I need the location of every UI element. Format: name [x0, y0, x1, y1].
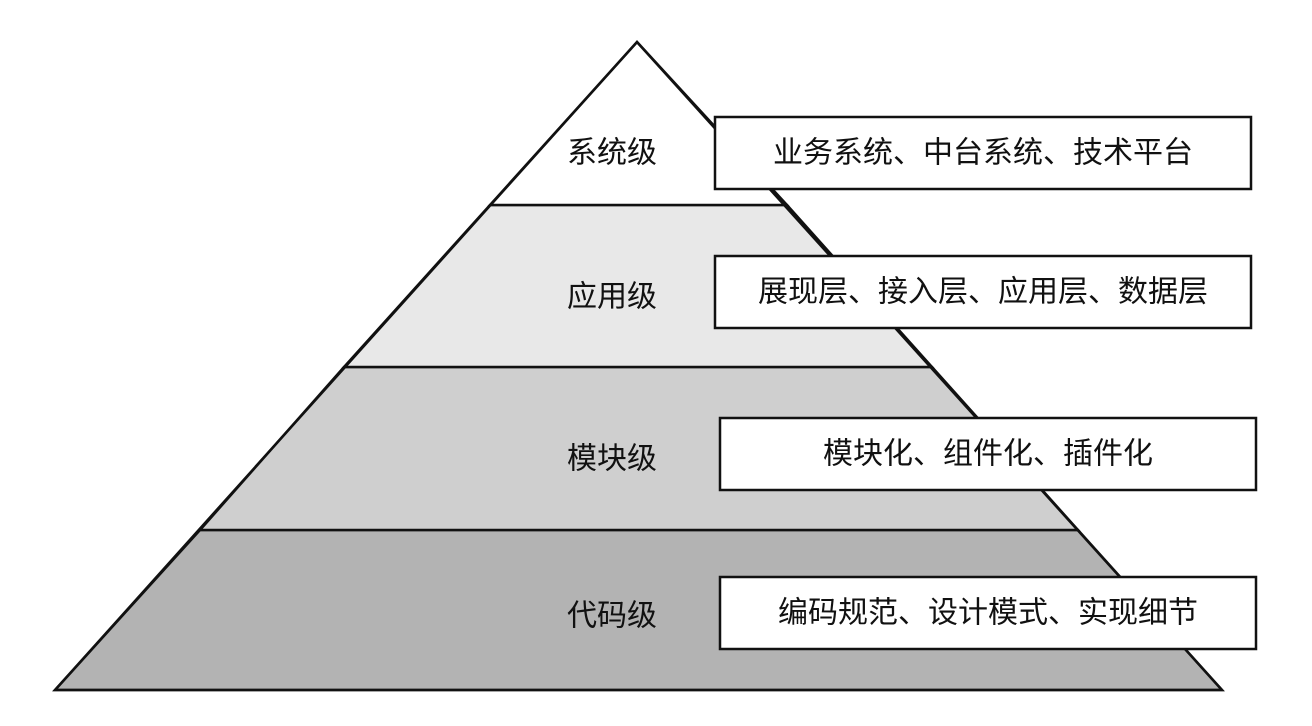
tier-label-module: 模块级 — [567, 442, 657, 477]
description-text-system: 业务系统、中台系统、技术平台 — [773, 136, 1193, 171]
tier-label-code: 代码级 — [567, 599, 657, 634]
description-box-application — [713, 254, 1253, 330]
description-text-application: 展现层、接入层、应用层、数据层 — [758, 275, 1208, 310]
tier-label-system: 系统级 — [567, 136, 657, 171]
description-text-code: 编码规范、设计模式、实现细节 — [778, 596, 1198, 631]
description-text-module: 模块化、组件化、插件化 — [823, 437, 1153, 472]
description-box-module — [718, 416, 1258, 492]
pyramid-outline — [52, 40, 1225, 692]
description-box-system — [713, 115, 1253, 191]
description-box-code — [718, 575, 1258, 651]
tier-label-application: 应用级 — [567, 280, 657, 315]
